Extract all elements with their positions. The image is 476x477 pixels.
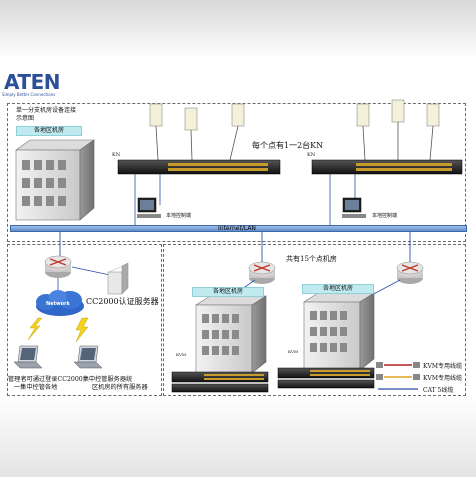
legend-symbol-1 <box>376 362 420 368</box>
backbone-label: Internet/LAN <box>218 225 256 232</box>
room-label-bottom-left: 各地区机房 <box>192 287 264 297</box>
building-bottom-left <box>194 295 268 374</box>
room-label-bottom-right: 各地区机房 <box>302 284 374 294</box>
left-section-box <box>7 244 162 396</box>
local-console-label-left: 本地控制端 <box>166 213 192 219</box>
legend-label-1: KVM专用线缆 <box>423 363 462 370</box>
kn-label-right: KN <box>307 152 316 158</box>
kvm-switch-bottom-left-2 <box>171 383 269 393</box>
room-label-top: 各地区机房 <box>16 126 82 136</box>
caption-line2: 一集中控管各地 <box>14 384 58 391</box>
aten-logo: ATEN <box>4 70 60 94</box>
top-background-fade <box>0 0 476 60</box>
router-right <box>396 261 424 284</box>
cc2000-server <box>107 262 129 295</box>
caption-line1: 管理者可通过登录CC2000集中控管服务器统 <box>8 376 133 383</box>
laptop-left <box>13 345 43 369</box>
cloud-label: Network <box>46 301 70 307</box>
total-rooms-text: 共有15个点机房 <box>286 255 337 263</box>
aten-tagline: Simply Better Connections <box>2 92 56 97</box>
laptop-right <box>73 345 103 369</box>
building-top-left <box>15 139 95 221</box>
kn-switch-top-left <box>117 159 281 175</box>
kvm-tag-right: KVM <box>288 349 298 354</box>
kn-switch-top-right <box>311 159 463 175</box>
local-console-top-left <box>137 197 161 218</box>
server-group-top-right <box>356 99 440 127</box>
local-console-top-right <box>342 197 366 218</box>
kn-count-text: 每个点有1一2台KN <box>252 141 324 150</box>
kvm-tag-left: KVM <box>176 352 186 357</box>
server-group-top-left <box>149 103 245 131</box>
kvm-switch-bottom-right <box>277 367 375 379</box>
local-console-label-right: 本地控制端 <box>372 213 398 219</box>
bottom-background-fade <box>0 395 476 477</box>
legend-label-2: KVM专用线缆 <box>423 375 462 382</box>
caption-line3: 区机房的所有服务器 <box>92 384 148 391</box>
router-middle <box>248 261 276 284</box>
lightning-right <box>75 317 89 343</box>
kvm-switch-bottom-right-2 <box>277 379 375 389</box>
kn-label-left: KN <box>112 152 121 158</box>
top-title-line2: 示意图 <box>16 115 35 122</box>
internet-lan-backbone <box>10 225 467 232</box>
building-bottom-right <box>302 292 376 371</box>
top-section-box <box>7 103 466 242</box>
router-left <box>44 255 72 278</box>
network-cloud <box>36 290 84 316</box>
cc2000-server-label: CC2000认证服务器 <box>86 297 159 306</box>
lightning-left <box>27 317 43 341</box>
kvm-switch-bottom-left <box>171 371 269 383</box>
legend-label-3: CAT 5线缆 <box>423 387 454 394</box>
top-title-line1: 单一分支机房设备连接 <box>16 107 77 114</box>
right-section-box <box>163 244 466 396</box>
legend-symbol-2 <box>376 374 420 380</box>
